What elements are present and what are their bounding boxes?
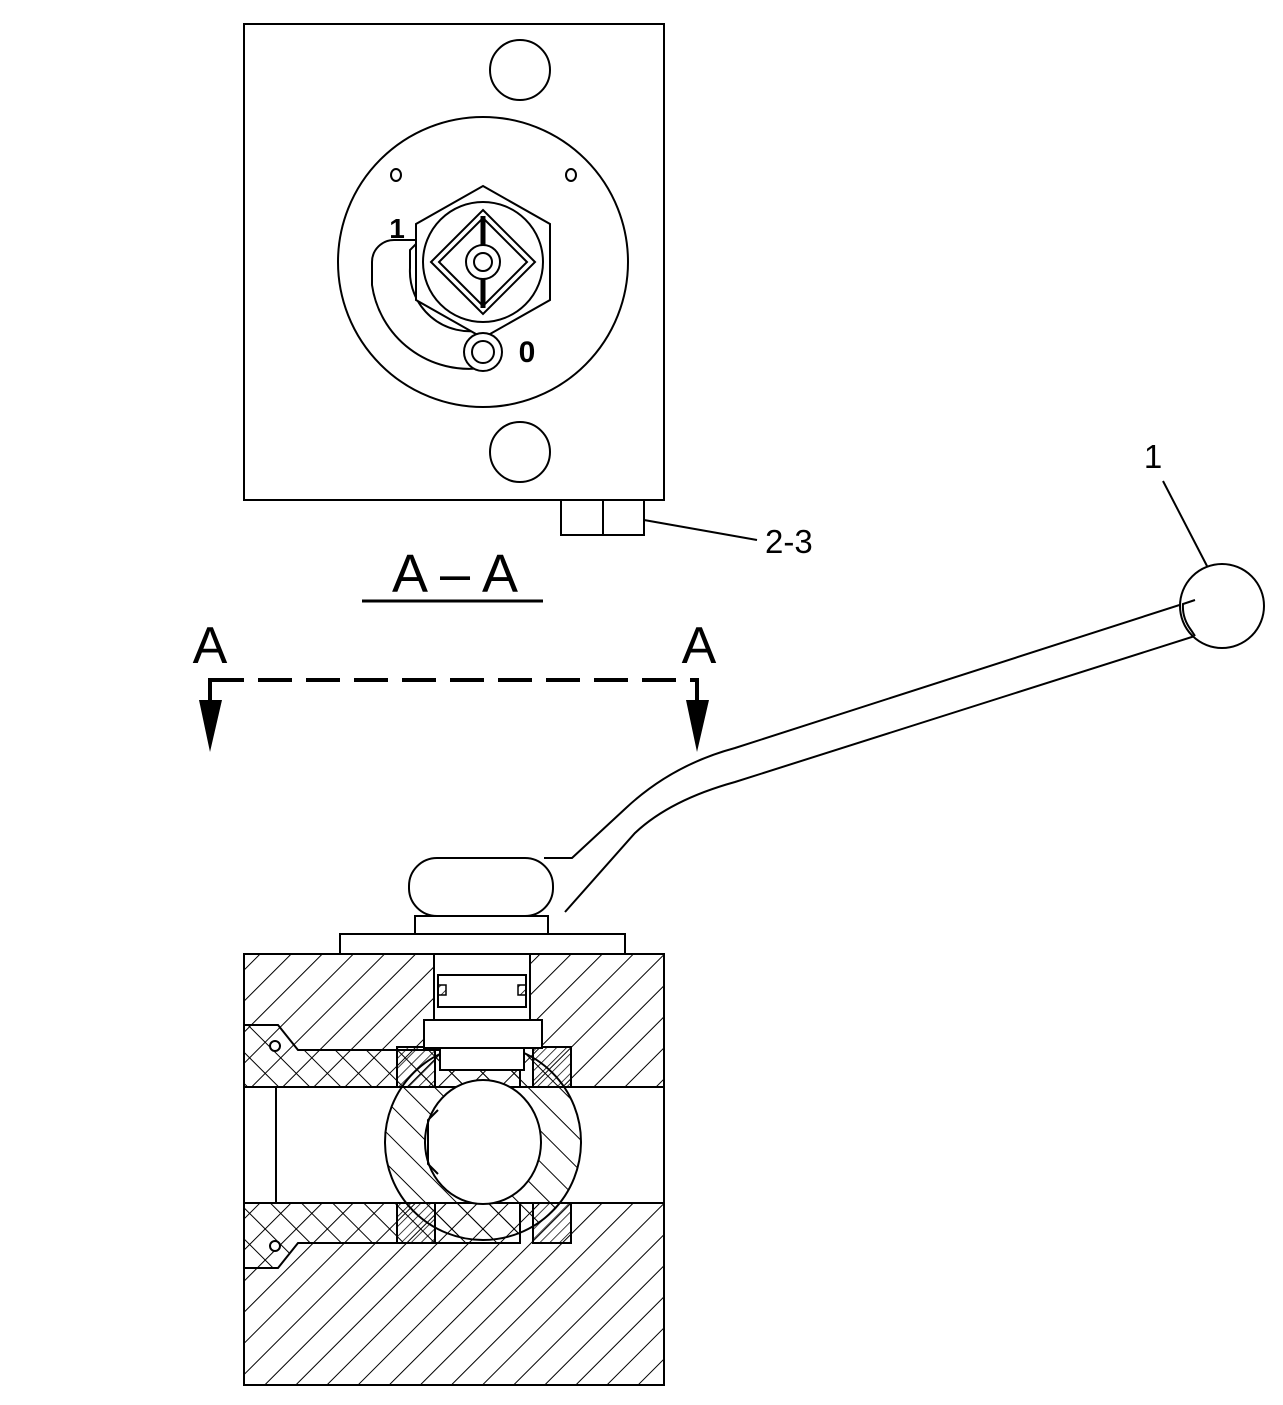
section-mark-left: A [193, 617, 228, 675]
valve-body-section [243, 953, 665, 1386]
plug-left [560, 499, 604, 536]
section-title: A – A [392, 544, 518, 604]
stop-pin-outer [463, 332, 503, 372]
arrow-left [199, 700, 222, 752]
stop-slot [371, 239, 483, 370]
ball-bore [424, 1079, 542, 1205]
handle-knob [1179, 563, 1265, 649]
stop-pin-inner [471, 340, 495, 364]
stem-collar [423, 1019, 543, 1049]
callout-2-3: 2-3 [765, 523, 813, 560]
stem-tang [439, 1047, 525, 1071]
section-line: A A [193, 617, 717, 752]
o-ring-top [269, 1040, 281, 1052]
leader-line-1 [1162, 480, 1208, 567]
closed-position-mark: 0 [519, 336, 536, 369]
stem-center-ring [465, 244, 501, 280]
o-ring-bottom [269, 1240, 281, 1252]
handle-bar [544, 598, 1196, 913]
hex-nut-bore [422, 201, 544, 323]
section-view: 1 0 2-3 A – A [243, 23, 813, 604]
open-position-mark: 1 [389, 213, 405, 244]
plug-right [602, 499, 645, 536]
arrow-right [686, 700, 709, 752]
port-chamfer [243, 1086, 277, 1204]
stem-upper [437, 974, 527, 1008]
hub-washer [414, 915, 549, 935]
top-flange-plate [339, 933, 626, 955]
leader-line-2-3 [643, 519, 758, 541]
lever-handle: 1 [339, 438, 1265, 955]
section-mark-right: A [682, 617, 717, 675]
screw-hole-left [390, 168, 402, 182]
valve-body-outline [243, 953, 665, 1386]
mounting-hole-top [489, 39, 551, 101]
handle-hub [408, 857, 554, 917]
callout-1: 1 [1144, 438, 1162, 475]
stem-center-hole [473, 252, 493, 272]
stop-plate [337, 116, 629, 408]
screw-hole-right [565, 168, 577, 182]
mounting-hole-bottom [489, 421, 551, 483]
